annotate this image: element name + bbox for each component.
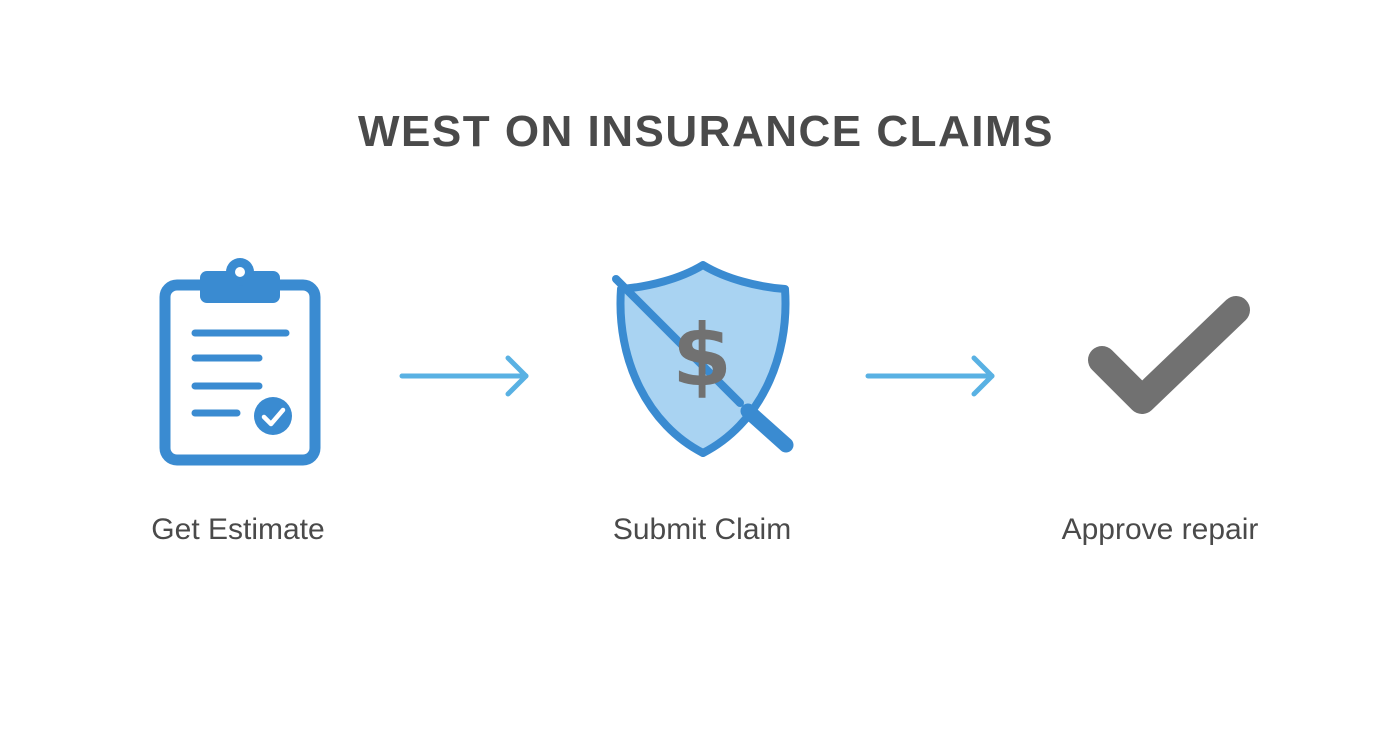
diagram-title: WEST ON INSURANCE CLAIMS bbox=[358, 107, 1054, 156]
arrow-right-icon bbox=[398, 352, 534, 400]
checkmark-icon bbox=[1080, 290, 1260, 430]
svg-text:$: $ bbox=[672, 306, 732, 406]
step-label-approve-repair: Approve repair bbox=[1061, 513, 1259, 546]
step-label-submit-claim: Submit Claim bbox=[612, 513, 792, 546]
shield-dollar-icon: $ bbox=[608, 255, 798, 460]
arrow-right-icon bbox=[864, 352, 1000, 400]
step-label-get-estimate: Get Estimate bbox=[151, 513, 325, 546]
clipboard-check-icon bbox=[155, 255, 325, 470]
